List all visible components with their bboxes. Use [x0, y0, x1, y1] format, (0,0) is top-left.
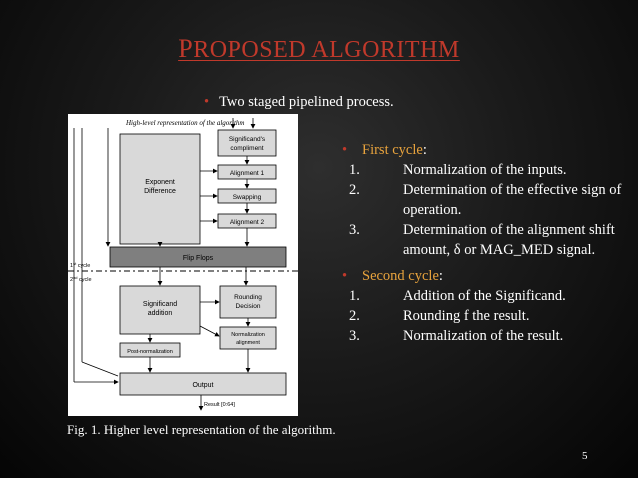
figure-header: High-level representation of the algorit… — [125, 119, 244, 127]
cycle-bullets: •First cycle: 1.Normalization of the inp… — [342, 140, 627, 346]
title-rest: ROPOSED ALGORITHM — [193, 37, 460, 63]
flip-flops-box — [109, 246, 287, 268]
subtitle: • Two staged pipelined process. — [204, 94, 394, 111]
bullet-icon: • — [342, 142, 348, 158]
normalization-alignment-label-1: Normalization — [231, 332, 265, 338]
first-cycle-heading: •First cycle: — [342, 142, 427, 158]
cycle2-label: 2nd cycle — [70, 275, 92, 283]
list-item: 1.Normalization of the inputs. — [349, 162, 567, 178]
rounding-decision-label-2: Decision — [236, 303, 261, 310]
list-item: 3.Determination of the alignment shift a… — [349, 222, 615, 258]
output-label: Output — [192, 382, 213, 389]
second-cycle-heading: •Second cycle: — [342, 268, 443, 284]
significand-compliment-label-2: compliment — [230, 145, 263, 152]
significand-compliment-box — [217, 129, 277, 157]
alignment1-label: Alignment 1 — [230, 170, 265, 177]
significand-addition-label-2: addition — [148, 310, 173, 317]
significand-compliment-label-1: Significand's — [229, 136, 266, 143]
normalization-alignment-label-2: alignment — [236, 340, 260, 346]
alignment2-label: Alignment 2 — [230, 219, 265, 226]
significand-addition-box — [119, 285, 201, 335]
rounding-decision-label-1: Rounding — [234, 294, 262, 301]
bullet-icon: • — [204, 94, 210, 110]
list-item: 1.Addition of the Significand. — [349, 288, 566, 304]
swapping-label: Swapping — [233, 194, 262, 201]
slide-title: PROPOSED ALGORITHM — [0, 34, 638, 64]
post-normalization-label: Post-normalization — [127, 349, 173, 355]
subtitle-text: Two staged pipelined process. — [219, 94, 394, 110]
list-item: 3.Normalization of the result. — [349, 328, 564, 344]
title-first-letter: P — [178, 34, 194, 63]
page-number: 5 — [582, 450, 588, 462]
bullet-icon: • — [342, 268, 348, 284]
exponent-difference-label-1: Exponent — [145, 179, 175, 186]
list-item: 2.Determination of the effective sign of… — [349, 182, 622, 218]
cycle1-label: 1st cycle — [70, 261, 90, 269]
figure-caption: Fig. 1. Higher level representation of t… — [67, 422, 336, 437]
result-label: Result [0:64] — [204, 402, 235, 408]
exponent-difference-label-2: Difference — [144, 188, 176, 195]
algorithm-diagram: High-level representation of the algorit… — [68, 118, 298, 411]
algorithm-figure: High-level representation of the algorit… — [68, 114, 298, 416]
flip-flops-label: Flip Flops — [183, 255, 214, 262]
output-box — [119, 372, 287, 396]
rounding-decision-box — [219, 285, 277, 319]
significand-addition-label-1: Significand — [143, 301, 177, 308]
list-item: 2.Rounding f the result. — [349, 308, 530, 324]
